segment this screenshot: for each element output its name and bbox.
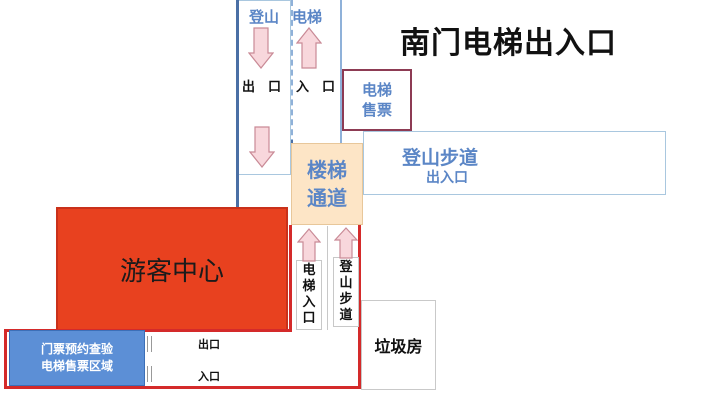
- elevator-entrance-label: 电 梯 入 口: [296, 260, 322, 330]
- boundary-left-vertical: [4, 329, 7, 389]
- label-hiking-top: 登山: [249, 8, 280, 26]
- corridor-outline: [239, 0, 291, 175]
- stairs-corridor: 楼梯 通道: [291, 143, 363, 225]
- arrow-up-hiking-entrance: [334, 227, 358, 259]
- boundary-bottom-horizontal: [4, 386, 361, 389]
- corridor-divider: [291, 0, 293, 175]
- ticket-area-line1: 门票预约查验: [40, 342, 113, 356]
- hiking-entrance-char-4: 道: [339, 308, 353, 323]
- hiking-entrance-char-2: 山: [339, 276, 353, 291]
- label-exit-top: 出 口: [242, 80, 282, 95]
- hiking-entrance-char-3: 步: [339, 292, 353, 307]
- lane-entrance-label: 入口: [198, 370, 220, 383]
- label-entrance-top: 入 口: [296, 80, 336, 95]
- hiking-path-title: 登山步道: [402, 147, 479, 169]
- visitor-center: 游客中心: [56, 207, 288, 331]
- gate-marker-3: [147, 366, 148, 382]
- arrow-down-2: [249, 126, 275, 168]
- hiking-entrance-char-1: 登: [339, 260, 353, 275]
- lane-exit-label: 出口: [198, 338, 220, 351]
- boundary-corridor-right: [358, 225, 361, 389]
- corridor-inner-divider: [327, 226, 328, 330]
- garbage-room-label: 垃圾房: [374, 337, 423, 356]
- arrow-down-1: [248, 27, 274, 69]
- elevator-entrance-char-1: 电: [302, 263, 316, 278]
- stairs-line2: 通道: [307, 186, 347, 210]
- elevator-ticket-line2: 售票: [361, 101, 392, 119]
- elevator-entrance-char-4: 口: [302, 311, 316, 326]
- elevator-entrance-char-2: 梯: [302, 279, 316, 294]
- corridor-left-wall: [236, 0, 239, 210]
- label-elevator-top: 电梯: [292, 8, 323, 26]
- stairs-line1: 楼梯: [307, 158, 347, 182]
- elevator-ticket-box: 电梯 售票: [342, 69, 412, 131]
- corridor-right-wall: [340, 0, 342, 143]
- gate-marker-4: [151, 366, 152, 382]
- arrow-up-1: [296, 27, 322, 69]
- hiking-entrance-label: 登 山 步 道: [333, 257, 359, 327]
- boundary-corridor-left: [289, 225, 292, 332]
- boundary-top-horizontal: [4, 329, 292, 332]
- elevator-entrance-char-3: 入: [302, 295, 316, 310]
- ticket-area-line2: 电梯售票区域: [40, 359, 113, 373]
- gate-marker-2: [151, 336, 152, 352]
- diagram-title: 南门电梯出入口: [400, 26, 617, 61]
- gate-marker-1: [147, 336, 148, 352]
- elevator-ticket-line1: 电梯: [361, 81, 392, 99]
- hiking-path-subtitle: 出入口: [426, 170, 468, 186]
- visitor-center-label: 游客中心: [119, 256, 224, 287]
- hiking-path-box: [363, 131, 666, 195]
- ticket-check-area: 门票预约查验 电梯售票区域: [9, 330, 145, 386]
- arrow-up-elevator-entrance: [297, 228, 321, 262]
- garbage-room: 垃圾房: [361, 300, 436, 390]
